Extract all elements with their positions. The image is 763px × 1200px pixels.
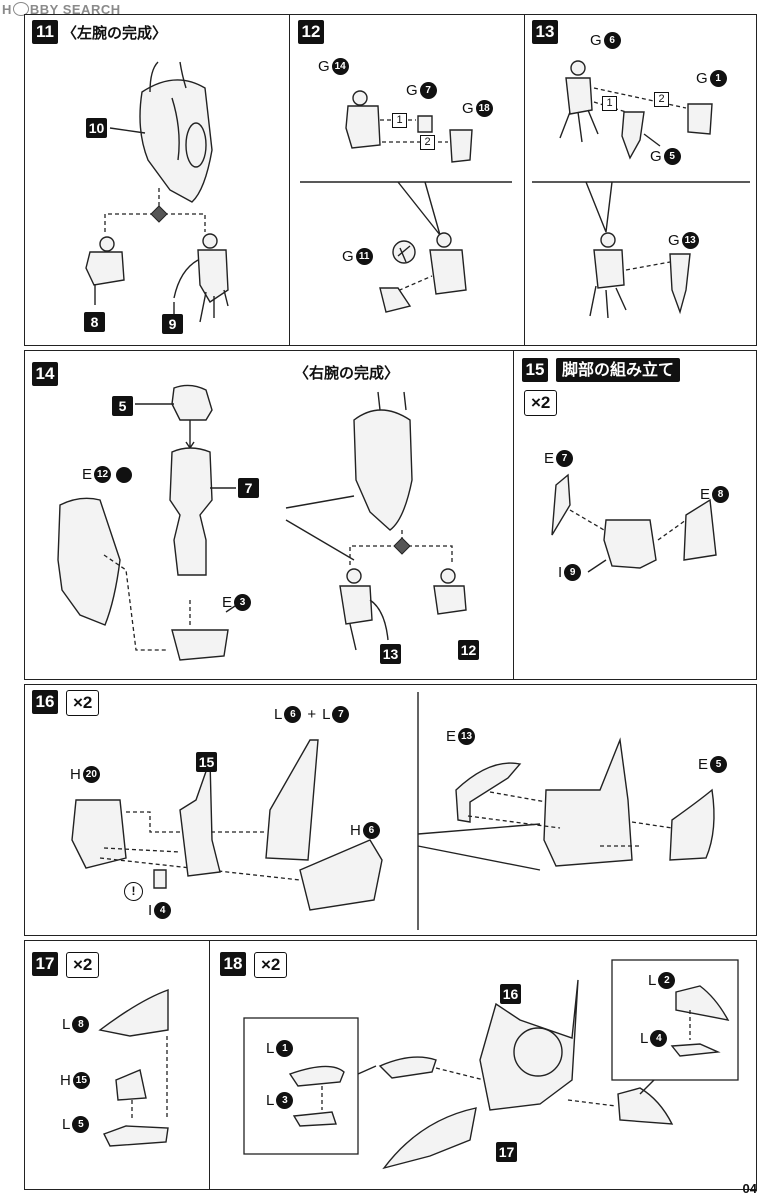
quantity-badge: ×2: [66, 690, 100, 716]
panel-step-11: [24, 14, 290, 346]
ref-part-12: 12: [458, 640, 479, 660]
watermark-logo-icon: [12, 2, 29, 16]
sequence-2: 2: [420, 135, 435, 150]
step15-art: [551, 473, 717, 573]
page-number: 04: [742, 1181, 757, 1196]
step17-art: [98, 989, 169, 1147]
quantity-badge: ×2: [66, 952, 100, 978]
step18-art: [243, 959, 739, 1170]
ref-part-16: 16: [500, 984, 521, 1004]
sequence-2: 2: [654, 92, 669, 107]
panel-step-17: [24, 940, 210, 1190]
quantity-badge: ×2: [254, 952, 288, 978]
ref-part-17: 17: [496, 1142, 517, 1162]
ref-part-9: 9: [162, 314, 183, 334]
ref-part-13: 13: [380, 644, 401, 664]
ref-part-7: 7: [238, 478, 259, 498]
step-number-13: 13: [532, 20, 558, 44]
step-number-14: 14: [32, 362, 58, 386]
ref-part-8: 8: [84, 312, 105, 332]
quantity-badge: ×2: [524, 390, 558, 416]
sequence-1: 1: [602, 96, 617, 111]
step-14-right-arm-title: 〈右腕の完成〉: [294, 364, 400, 382]
step-number-17: 17: [32, 952, 58, 976]
ref-part-10: 10: [86, 118, 107, 138]
sequence-1: 1: [392, 113, 407, 128]
step-number-12: 12: [298, 20, 324, 44]
panel-step-16: [24, 684, 757, 936]
step11-arm-art: [85, 61, 229, 323]
step-15-title: 脚部の組み立て: [556, 358, 681, 382]
step14-art: [57, 384, 467, 661]
step-11-title: 〈左腕の完成〉: [62, 24, 168, 42]
caution-icon: !: [124, 882, 143, 901]
step-number-18: 18: [220, 952, 246, 976]
wrench-icon: [116, 467, 132, 483]
panel-step-13: [524, 14, 757, 346]
step12-hand-art: [300, 90, 512, 313]
step-number-11: 11: [32, 20, 58, 44]
step13-hand-art: [532, 60, 750, 319]
step-number-15: 15: [522, 358, 548, 382]
step-number-16: 16: [32, 690, 58, 714]
step16-art: [71, 692, 715, 930]
ref-part-5: 5: [112, 396, 133, 416]
ref-part-15: 15: [196, 752, 217, 772]
